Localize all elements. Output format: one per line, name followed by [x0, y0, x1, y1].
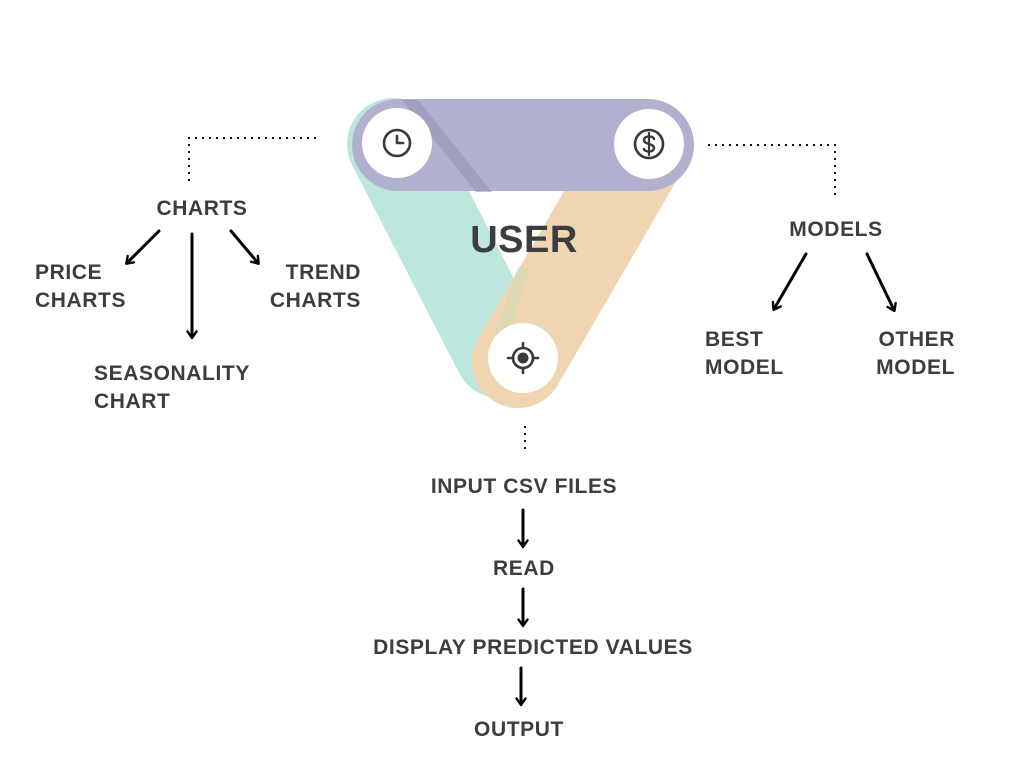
arrow-to-other-model [865, 252, 897, 313]
target-icon [488, 323, 558, 393]
seasonality-chart-label: SEASONALITY CHART [94, 360, 250, 416]
price-charts-line-2: CHARTS [35, 289, 127, 312]
seasonality-chart-line-1: SEASONALITY [94, 362, 250, 385]
charts-heading: CHARTS [156, 197, 248, 220]
other-model-label: OTHER MODEL [835, 326, 955, 382]
best-model-label: BEST MODEL [705, 326, 784, 382]
other-model-line-2: MODEL [876, 356, 955, 379]
best-model-line-2: MODEL [705, 356, 784, 379]
hub-label: USER [470, 219, 578, 261]
price-charts-line-1: PRICE [35, 261, 103, 284]
arrow-to-best-model [771, 252, 808, 312]
other-model-line-1: OTHER [878, 328, 955, 351]
arrow-to-trend-charts [229, 229, 260, 265]
trend-charts-line-2: CHARTS [269, 289, 361, 312]
clock-icon [362, 108, 432, 178]
arrow-to-price-charts [125, 229, 161, 265]
price-charts-label: PRICE CHARTS [35, 259, 126, 315]
output-label: OUTPUT [474, 718, 564, 741]
input-csv-files-label: INPUT CSV FILES [430, 475, 618, 498]
models-dotted-connector [708, 144, 836, 195]
models-heading: MODELS [789, 218, 883, 241]
read-label: READ [493, 557, 555, 580]
display-predicted-values-label: DISPLAY PREDICTED VALUES [373, 636, 693, 659]
dollar-icon [614, 109, 684, 179]
trend-charts-label: TREND CHARTS [241, 259, 361, 315]
best-model-line-1: BEST [705, 328, 764, 351]
seasonality-chart-line-2: CHART [94, 390, 171, 413]
trend-charts-line-1: TREND [285, 261, 361, 284]
charts-dotted-connector [188, 137, 316, 182]
